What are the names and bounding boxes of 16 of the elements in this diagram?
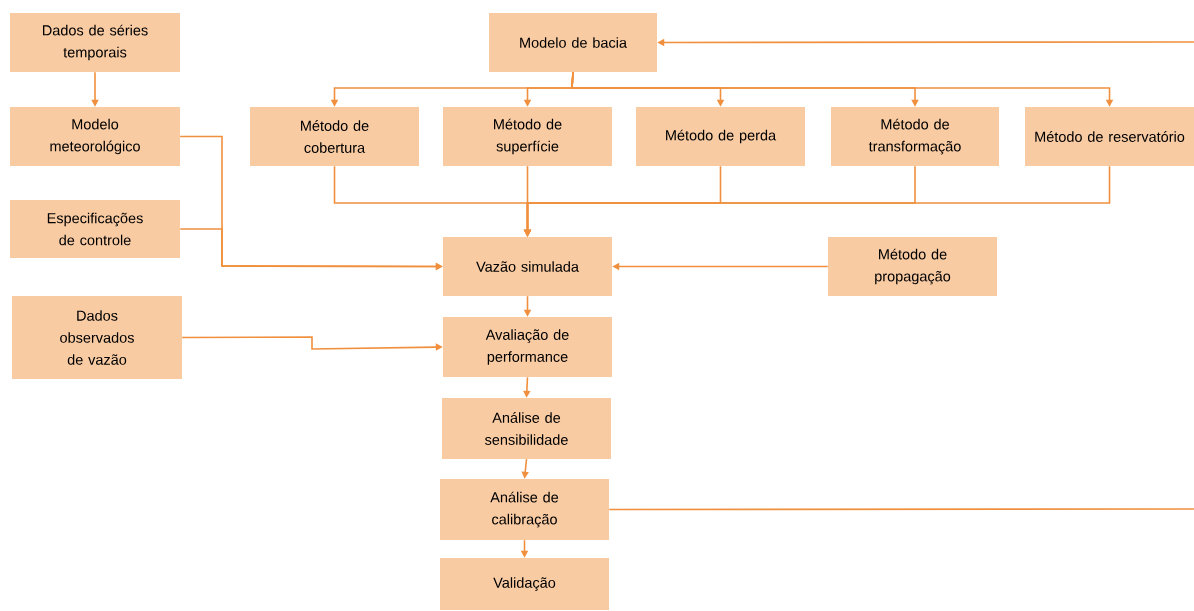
process-box: Modelo meteorológico [10, 107, 180, 166]
process-box: Método de reservatório [1025, 107, 1194, 166]
process-box: Vazão simulada [443, 237, 612, 296]
process-box: Avaliação de performance [443, 317, 612, 377]
process-box: Análise de sensibilidade [442, 398, 611, 459]
process-box: Método de cobertura [250, 107, 419, 166]
process-box: Dados observados de vazão [12, 296, 182, 379]
process-box: Especificações de controle [10, 200, 180, 258]
process-box: Dados de séries temporais [10, 13, 180, 72]
process-box: Análise de calibração [440, 479, 609, 540]
process-box: Método de transformação [831, 107, 999, 166]
process-box: Validação [440, 558, 609, 610]
process-box: Método de propagação [828, 237, 997, 296]
process-box: Método de perda [636, 107, 805, 166]
process-box: Método de superfície [443, 107, 612, 166]
process-box: Modelo de bacia [489, 13, 657, 72]
